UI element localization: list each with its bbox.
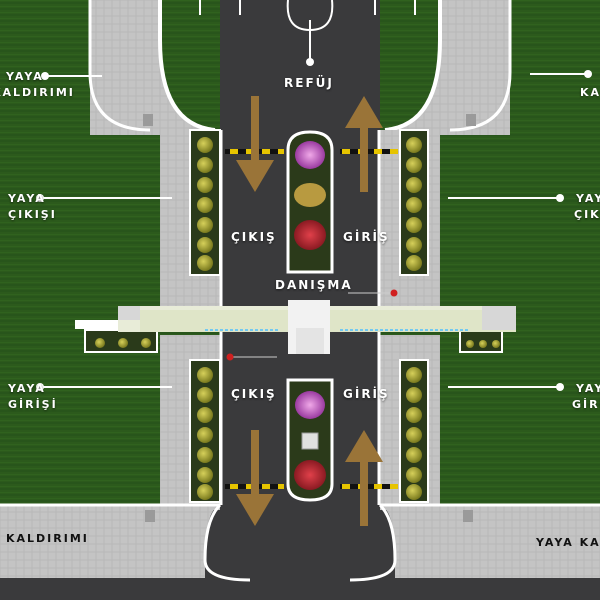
sidewalk-bottom-right bbox=[380, 505, 600, 600]
shrub-planter-right-lower bbox=[399, 359, 429, 503]
curb-line bbox=[158, 0, 216, 132]
sidewalk-bottom-left bbox=[0, 505, 220, 600]
label-entry-bottom: GİRİŞ bbox=[343, 387, 390, 401]
label-yaya-girisi-left-1: YAYA bbox=[8, 382, 46, 395]
lamp-post bbox=[145, 510, 155, 522]
arrow-entry-top bbox=[345, 96, 383, 192]
shrub-planter-right-upper bbox=[399, 129, 429, 276]
label-yaya-cikisi-left-2: ÇIKIŞI bbox=[8, 208, 57, 221]
label-refuj: REFÜJ bbox=[284, 76, 334, 90]
arrow-entry-bottom bbox=[345, 430, 383, 526]
entry-barrier-top bbox=[340, 149, 398, 154]
entry-barrier-bottom bbox=[340, 484, 398, 489]
label-yaya-cikisi-right-2: ÇIKIŞI bbox=[574, 208, 600, 221]
lamp-post bbox=[463, 510, 473, 522]
lamp-post bbox=[466, 114, 476, 126]
label-exit-bottom: ÇIKIŞ bbox=[231, 387, 277, 401]
lamp-post bbox=[143, 114, 153, 126]
label-yaya-girisi-left-2: GİRİŞİ bbox=[8, 398, 58, 411]
shrub-planter-left-upper bbox=[189, 129, 221, 276]
label-yaya-girisi-right-1: YAYA bbox=[576, 382, 600, 395]
label-yaya-kaldirimi-bottom-right: YAYA KA bbox=[536, 536, 600, 549]
label-yaya-girisi-right-2: GİRİ bbox=[572, 398, 600, 411]
label-entry-top: GİRİŞ bbox=[343, 230, 390, 244]
label-yaya-kaldirimi-top-right: KA bbox=[580, 86, 600, 99]
median-island-bottom bbox=[286, 378, 334, 502]
label-yaya-kaldirimi-top-left-1: YAYA bbox=[6, 70, 44, 83]
label-yaya-kaldirimi-top-left-2: KALDIRIMI bbox=[0, 86, 75, 99]
shrub-planter-left-lower bbox=[189, 359, 221, 503]
label-yaya-cikisi-left-1: YAYA bbox=[8, 192, 46, 205]
label-danisma: DANIŞMA bbox=[275, 278, 353, 292]
label-exit-top: ÇIKIŞ bbox=[231, 230, 277, 244]
arrow-exit-top bbox=[236, 96, 274, 192]
label-yaya-cikisi-right-1: YAYA bbox=[576, 192, 600, 205]
sidewalk-top-right-curb bbox=[385, 0, 510, 135]
curb-line bbox=[384, 0, 442, 132]
label-kaldirimi-bottom-left: KALDIRIMI bbox=[6, 532, 89, 545]
median-island-top bbox=[286, 130, 334, 274]
security-booth bbox=[75, 300, 516, 354]
arrow-exit-bottom bbox=[236, 430, 274, 526]
sidewalk-top-left-curb bbox=[90, 0, 215, 135]
